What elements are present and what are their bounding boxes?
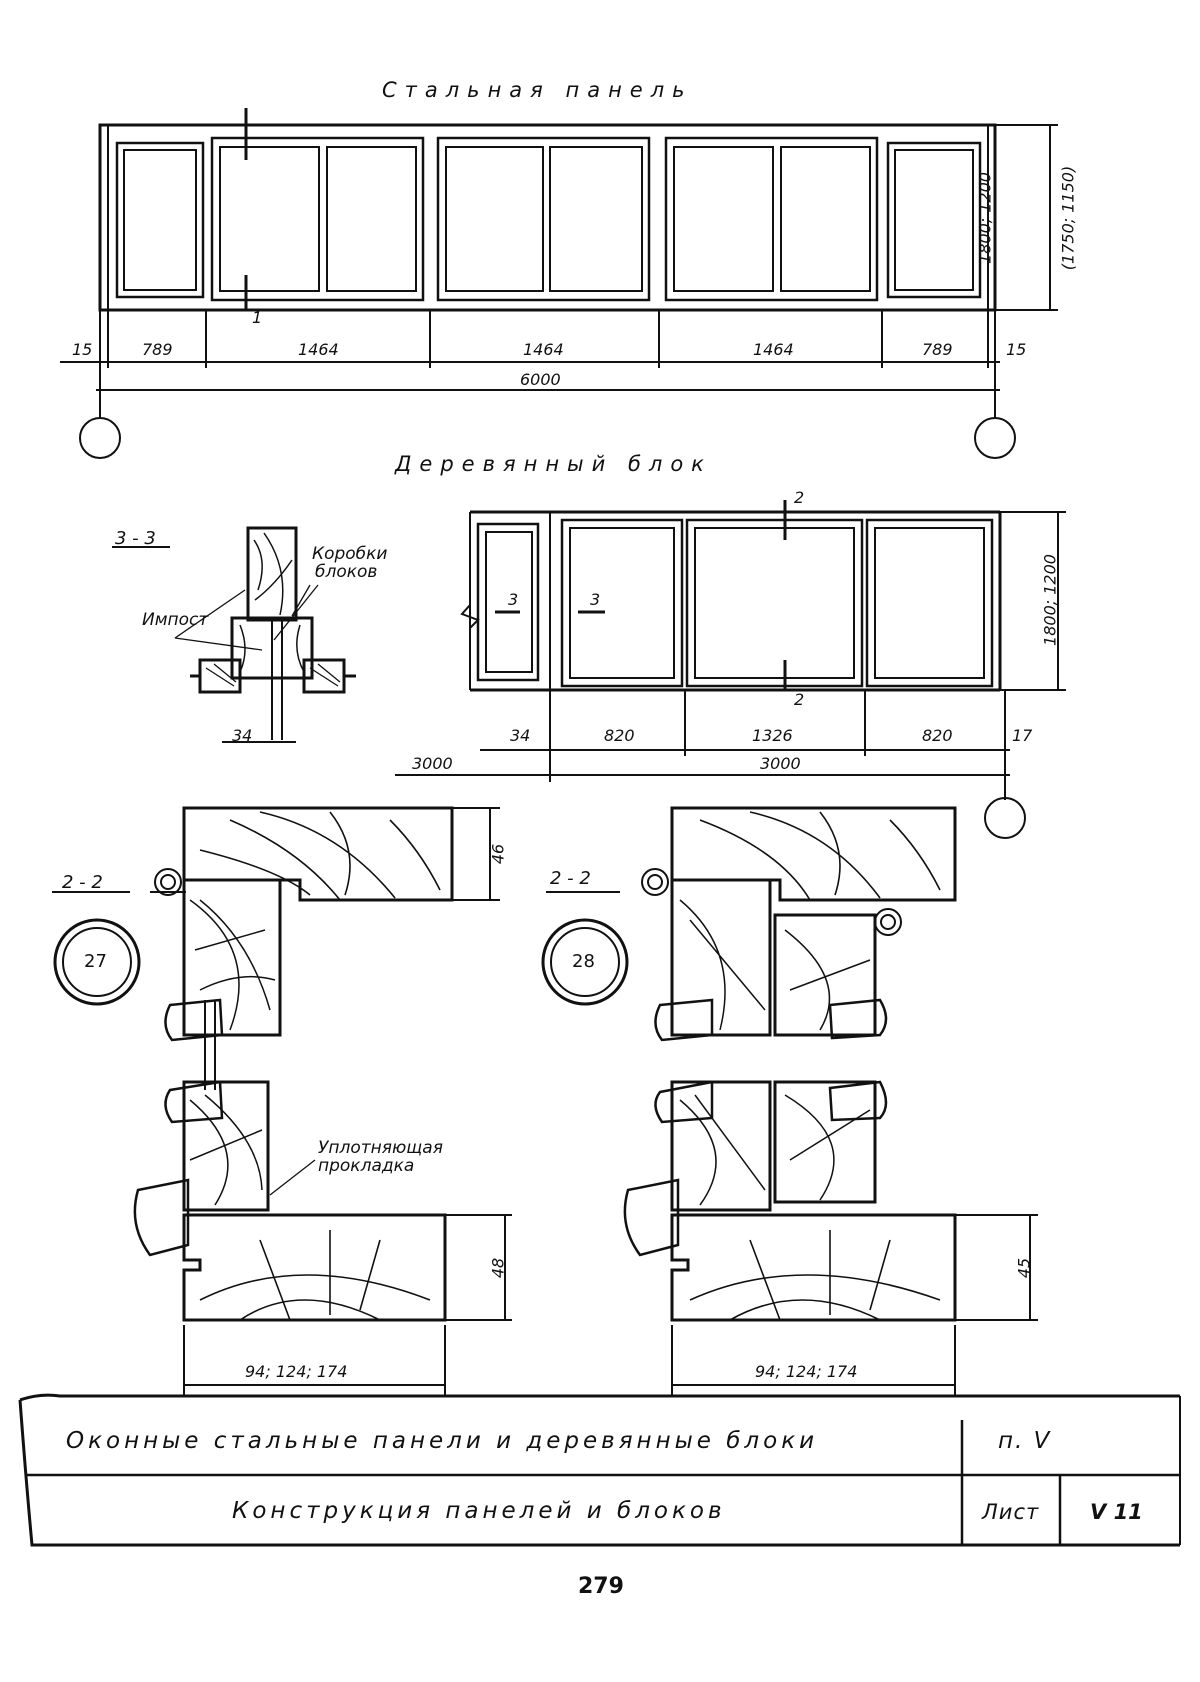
section-3-3 [112, 526, 356, 743]
detail-27 [52, 806, 512, 1395]
page-number: 279 [578, 1574, 624, 1599]
dim-45: 45 [1014, 1257, 1034, 1279]
wood-block-elevation [395, 500, 1066, 839]
label-seal-1: Уплотняющая [318, 1138, 443, 1158]
width-dims-left: 94; 124; 174 [245, 1362, 348, 1381]
title-block-sheet-label: Лист [982, 1500, 1040, 1524]
title-block-row-2: Конструкция панелей и блоков [232, 1498, 726, 1524]
section-mark-2-bottom: 2 [794, 690, 805, 709]
section-mark-3-left: 3 [508, 590, 519, 609]
wood-block-height: 1800; 1200 [1040, 554, 1060, 646]
label-box-1: Коробки [312, 544, 388, 564]
dim-1464-a: 1464 [298, 340, 339, 359]
section-label-3-3: 3 - 3 [115, 528, 156, 549]
section-mark-2-top: 2 [794, 488, 805, 507]
dim-789-right: 789 [922, 340, 953, 359]
dim-34-section: 34 [232, 726, 253, 745]
span-3000-left: 3000 [412, 754, 453, 773]
dim-6000: 6000 [520, 370, 561, 389]
dim-1326: 1326 [752, 726, 793, 745]
dim-34: 34 [510, 726, 531, 745]
node-28-number: 28 [572, 951, 595, 972]
dim-17: 17 [1012, 726, 1033, 745]
dim-46: 46 [488, 843, 508, 865]
dim-789-left: 789 [142, 340, 173, 359]
dim-48: 48 [488, 1257, 508, 1279]
steel-panel-height: 1800; 1200 [975, 172, 995, 264]
label-box-2: блоков [315, 562, 378, 582]
span-3000-right: 3000 [760, 754, 801, 773]
label-seal-2: прокладка [318, 1156, 415, 1176]
width-dims-right: 94; 124; 174 [755, 1362, 858, 1381]
section-label-2-2-right: 2 - 2 [550, 868, 591, 889]
dim-1464-c: 1464 [753, 340, 794, 359]
section-mark-3-right: 3 [590, 590, 601, 609]
detail-28 [541, 806, 1038, 1395]
title-block-frame [18, 1393, 1181, 1547]
wood-block-title: Деревянный блок [395, 452, 712, 476]
dim-820-right: 820 [922, 726, 953, 745]
label-impost: Импост [142, 610, 209, 630]
steel-panel-title: Стальная панель [382, 78, 693, 102]
dim-15-left: 15 [72, 340, 93, 359]
steel-panel-elevation [60, 108, 1058, 459]
node-27-number: 27 [84, 951, 107, 972]
dim-1464-b: 1464 [523, 340, 564, 359]
dim-820-left: 820 [604, 726, 635, 745]
title-block-row-1: Оконные стальные панели и деревянные бло… [66, 1428, 819, 1454]
steel-panel-height-alt: (1750; 1150) [1058, 165, 1078, 271]
section-mark-1: 1 [252, 308, 263, 327]
section-label-2-2-left: 2 - 2 [62, 872, 103, 893]
title-block-sheet-number: V 11 [1090, 1500, 1143, 1524]
dim-15-right: 15 [1006, 340, 1027, 359]
title-block-part: п. V [998, 1428, 1052, 1454]
